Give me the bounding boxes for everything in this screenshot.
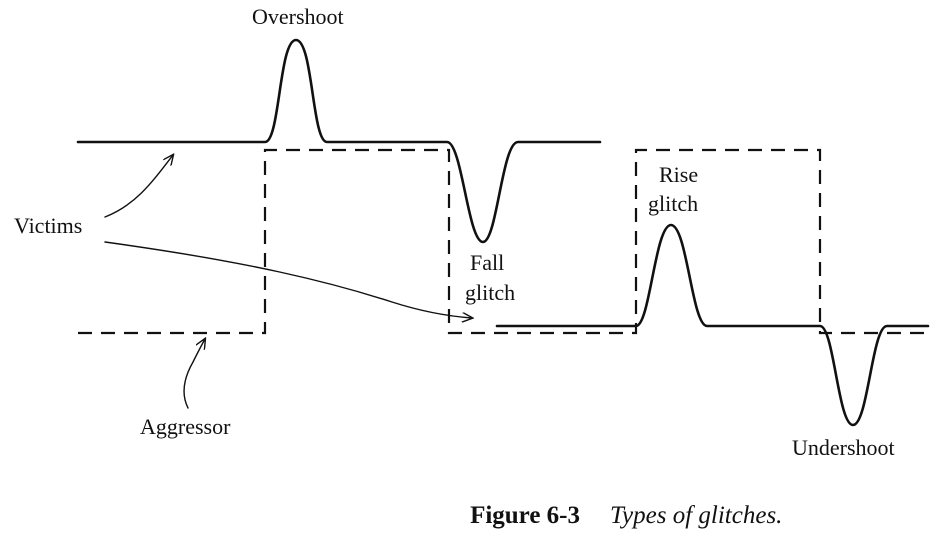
caption-text: Types of glitches.	[610, 502, 782, 529]
rise-glitch-label-line1: Rise	[659, 162, 698, 187]
undershoot-label: Undershoot	[792, 435, 895, 460]
fall-glitch-label-line2: glitch	[465, 280, 515, 305]
aggressor-pointer	[183, 339, 205, 409]
fall-glitch-label-line1: Fall	[470, 250, 504, 275]
victim-waveform-upper	[76, 38, 602, 244]
victim-waveform-lower	[495, 223, 930, 427]
victim-pointer-upper	[104, 155, 173, 218]
overshoot-label: Overshoot	[252, 4, 344, 29]
aggressor-waveform	[78, 148, 928, 335]
caption-number: Figure 6-3	[470, 502, 580, 529]
aggressor-label: Aggressor	[140, 414, 231, 439]
rise-glitch-label-line2: glitch	[648, 191, 698, 216]
victim-pointer-lower	[104, 241, 472, 318]
victims-label: Victims	[14, 213, 82, 238]
